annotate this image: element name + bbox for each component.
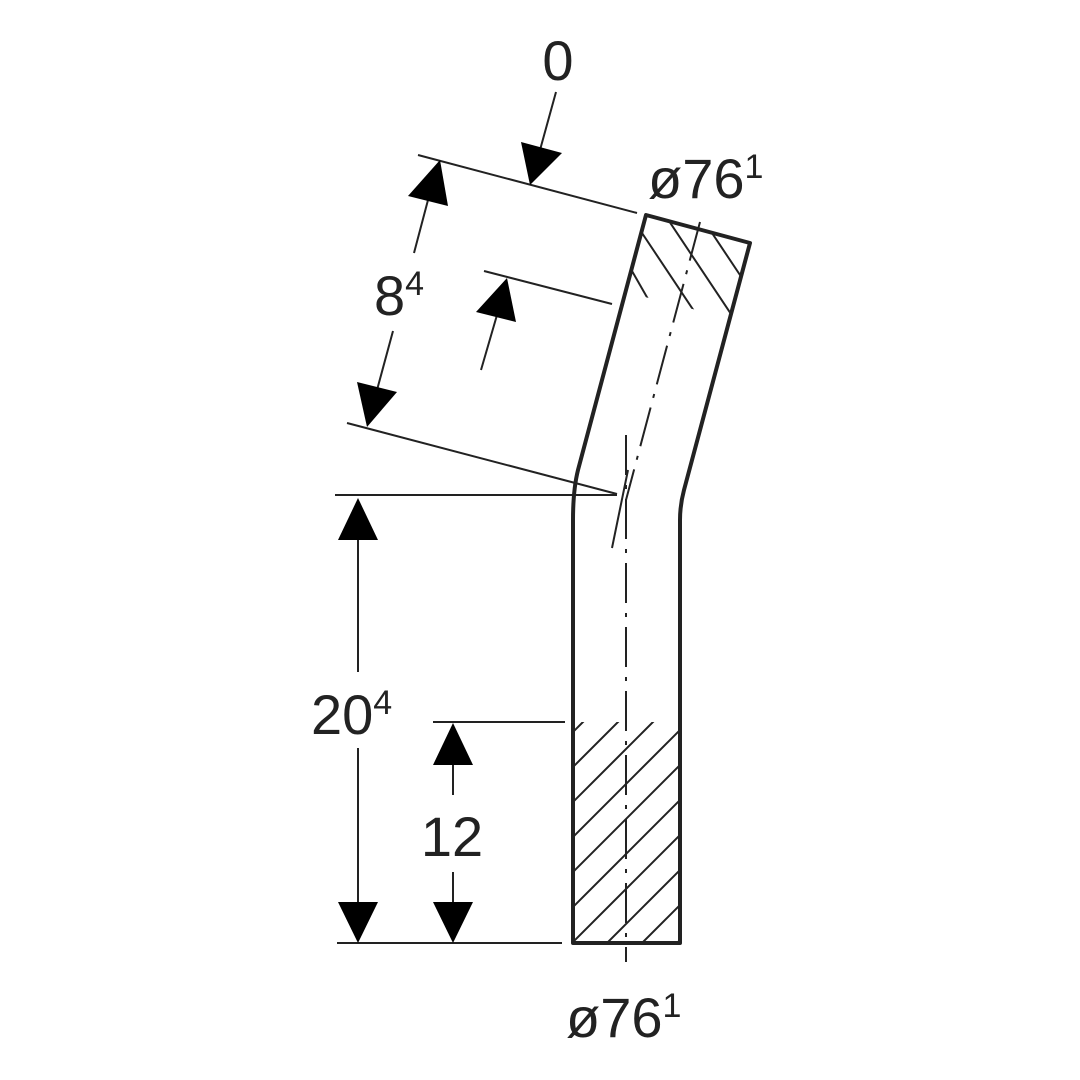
centerlines [611, 221, 701, 962]
pipe-outline [571, 213, 752, 945]
bend-length-label: 84 [374, 264, 424, 327]
angle-label: 0 [542, 29, 573, 92]
bottom-hatching [575, 722, 678, 941]
extension-lines [335, 154, 638, 944]
top-hatching [625, 217, 748, 318]
total-height-label: 204 [311, 683, 392, 746]
bottom-diameter-label: ø761 [566, 986, 681, 1049]
top-diameter-label: ø761 [648, 147, 763, 210]
insert-depth-label: 12 [421, 805, 483, 868]
dimension-arrows [338, 91, 562, 943]
